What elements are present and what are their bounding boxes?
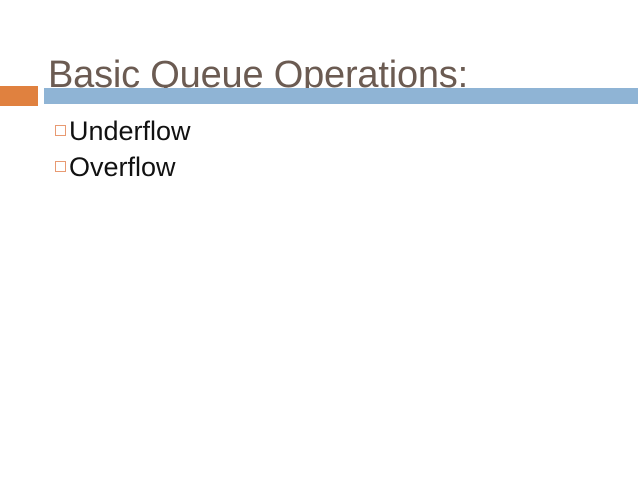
bullet-item-label: Overflow — [69, 152, 176, 182]
title-divider — [0, 86, 638, 107]
bullet-item-label: Underflow — [69, 116, 191, 146]
bullet-list: Underflow Overflow — [55, 113, 615, 185]
hollow-square-bullet-icon — [55, 161, 66, 172]
hollow-square-bullet-icon — [55, 125, 66, 136]
orange-accent-block-icon — [0, 86, 38, 106]
list-item: Underflow — [55, 113, 615, 149]
list-item: Overflow — [55, 149, 615, 185]
blue-accent-bar-icon — [44, 88, 638, 104]
